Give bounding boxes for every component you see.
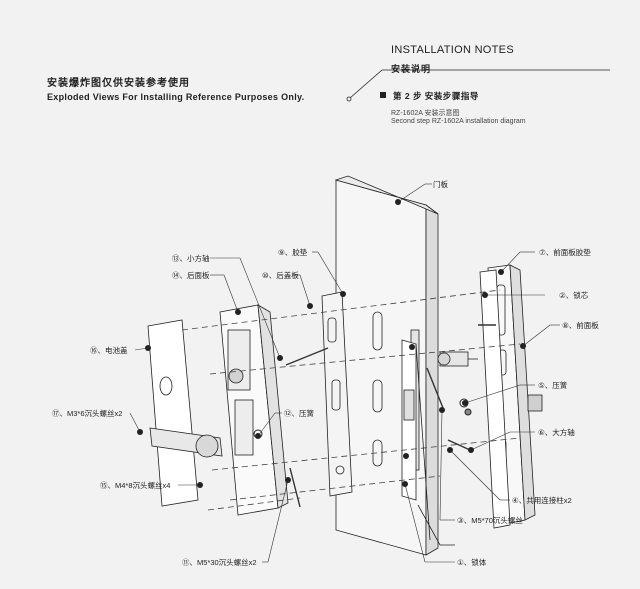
handle [149,427,223,458]
label-rear-panel: ⑭、后面板 [172,271,210,280]
label-lock-core: ②、锁芯 [559,291,589,300]
label-m4x8: ⑮、M4*8沉头螺丝x4 [100,481,171,490]
label-m5x70: ③、M5*70沉头螺丝 [457,516,523,525]
notes-subtitle: 安装说明 [391,64,432,74]
door-panel [334,175,439,556]
big-shaft [447,439,471,451]
label-m3x6: ⑰、M3*6沉头螺丝x2 [52,409,123,418]
step-bullet-icon [380,92,386,98]
label-common-post: ④、共用连接柱x2 [512,496,572,505]
m5x30-screw [289,467,301,508]
notes-title: INSTALLATION NOTES [391,44,514,56]
en-title: Exploded Views For Installing Reference … [47,92,305,102]
diagram-desc-en: Second step RZ-1602A installation diagra… [391,118,526,125]
header-leader-dot [346,96,352,102]
label-m5x30: ⑪、M5*30沉头螺丝x2 [182,558,257,567]
header-leader-line [349,69,383,99]
label-spring-right: ⑤、压簧 [538,381,568,390]
rear-panel [219,304,289,516]
label-battery-cover: ⑯、电池盖 [90,346,128,355]
front-gasket [479,269,511,529]
label-lock-body: ①、锁体 [457,558,487,567]
m5x70-screw [426,367,444,409]
lock-core [437,351,478,367]
back-cover-plate [321,291,353,497]
lock-body [401,339,455,546]
diagram-desc-cn: RZ-1602A 安装示意图 [391,110,460,117]
label-front-panel: ⑧、前面板 [562,321,599,330]
step-title: 第 2 步 安装步骤指导 [393,91,479,101]
label-small-shaft: ⑬、小方轴 [172,254,210,263]
small-shaft [285,347,329,366]
label-front-gasket: ⑦、前面板胶垫 [539,248,591,257]
cn-title: 安装爆炸图仅供安装参考使用 [47,78,190,89]
battery-cover [147,319,199,507]
label-back-cover: ⑩、后盖板 [262,271,299,280]
label-gasket: ⑨、胶垫 [278,248,308,257]
label-big-shaft: ⑥、大方轴 [538,428,575,437]
label-door: 门板 [433,180,448,189]
label-spring-left: ⑫、压簧 [284,409,314,418]
